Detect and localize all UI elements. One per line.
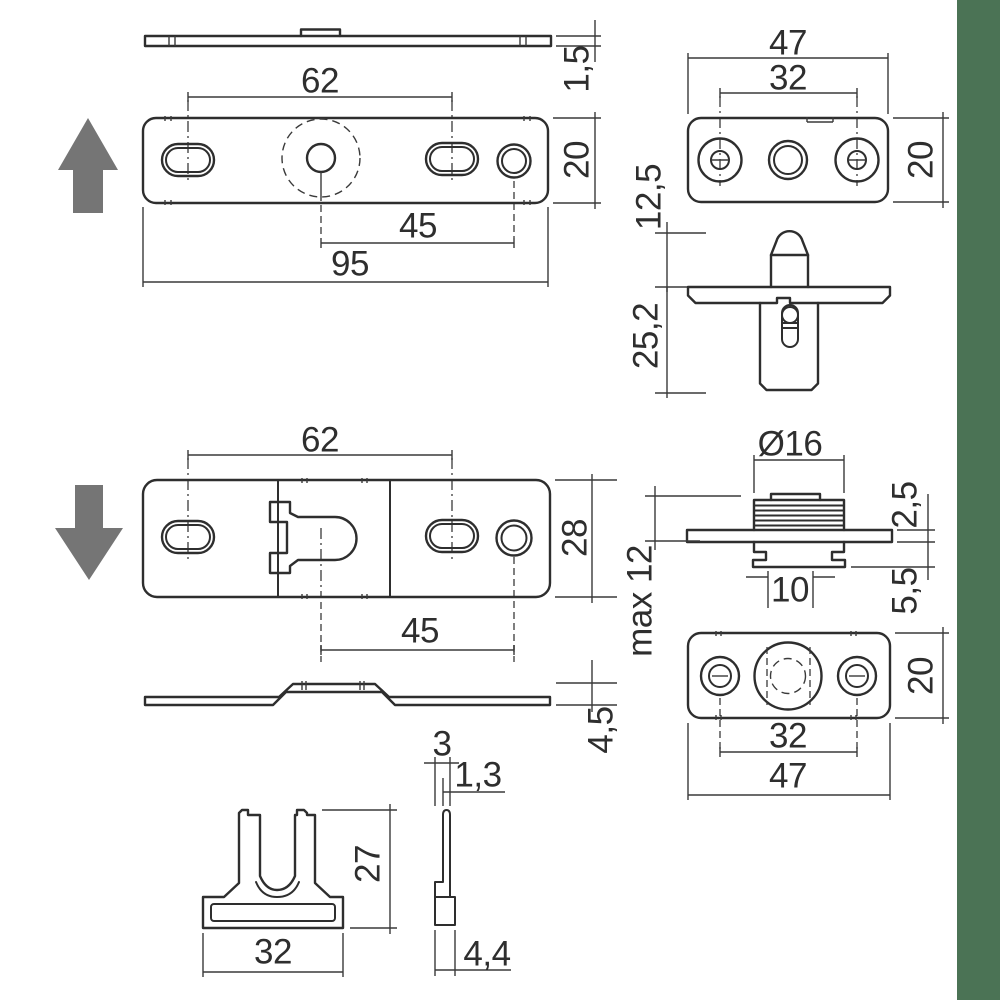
oblong-hole: [424, 518, 480, 554]
dim-clip-blade-thickness: 1,3: [454, 756, 501, 795]
bushing-side-view: Ø16 2,5 5,5 10 max 12: [621, 425, 935, 657]
dim-bushing-flange-thickness: 2,5: [886, 481, 925, 528]
dim-plate-b-length: 47: [769, 24, 807, 63]
dim-bushing-under-flange: 5,5: [886, 567, 925, 614]
oblong-hole: [160, 142, 216, 178]
countersunk-hole: [697, 137, 743, 183]
dim-plate-a-hole-spacing: 62: [301, 62, 339, 101]
round-hole: [496, 143, 532, 179]
center-hole: [305, 142, 337, 174]
dim-bushing-grip-length: max 12: [621, 545, 660, 657]
dim-plate-c-hole-spacing: 62: [301, 421, 339, 460]
pin-flange: [686, 285, 892, 305]
hat-profile: [143, 682, 552, 707]
dim-plate-a-thickness: 1,5: [558, 45, 597, 92]
dim-plate-b-height: 20: [902, 141, 941, 179]
dim-plate-a-height: 20: [558, 141, 597, 179]
plate-a-side-view: 1,5: [143, 20, 601, 93]
dim-bushing-stem-width: 10: [771, 571, 809, 610]
dim-clip-width: 32: [254, 933, 292, 972]
plate-c-side-view: 4,5: [143, 645, 621, 754]
round-hole: [836, 655, 878, 697]
clip-outline: [201, 808, 345, 930]
dim-plate-b-back-hole-spacing: 32: [769, 717, 807, 756]
dim-pin-tip-to-flange: 12,5: [630, 164, 669, 230]
bushing-under-body: [751, 540, 847, 569]
clip-side-view: 3 1,3 4,4: [424, 725, 511, 976]
pin-tip: [769, 229, 810, 257]
dim-plate-a-length: 95: [331, 245, 369, 284]
dim-plate-a-center-to-hole: 45: [399, 207, 437, 246]
dim-clip-height: 27: [349, 845, 388, 883]
bushing-flange: [685, 528, 894, 544]
clip-front-view: 27 32: [201, 804, 397, 977]
clip-blade: [434, 809, 456, 926]
dim-plate-b-back-length: 47: [769, 757, 807, 796]
pin-slot: [781, 304, 799, 348]
countersunk-hole: [834, 137, 880, 183]
dim-clip-foot-width: 4,4: [463, 935, 510, 974]
dim-bushing-diameter: Ø16: [758, 425, 823, 464]
latch-slot-cutout: [268, 500, 358, 575]
plate-c-front-view: 62 45 28: [55, 421, 617, 655]
arrow-up-icon: [58, 118, 118, 213]
dim-pin-flange-to-end: 25,2: [627, 303, 666, 369]
round-hole: [495, 519, 533, 557]
center-hole: [767, 139, 809, 181]
dim-plate-c-height: 28: [556, 519, 595, 557]
bushing-top-step: [769, 492, 822, 502]
dim-plate-b-hole-spacing: 32: [769, 59, 807, 98]
dim-plate-b-back-height: 20: [902, 657, 941, 695]
plate-b-back-view: 32 47 20: [686, 627, 949, 800]
boss-position-dashed-circle: [281, 118, 361, 198]
plate-b-front-view: 47 32 20: [686, 24, 949, 208]
plate-a-front-view: 62 45 95 20: [58, 62, 601, 287]
round-hole: [699, 655, 741, 697]
arrow-down-icon: [55, 485, 123, 580]
dim-plate-c-slot-to-hole: 45: [401, 612, 439, 651]
accent-strip: [957, 0, 1000, 1000]
center-boss: [753, 641, 823, 711]
oblong-hole: [424, 141, 480, 177]
dim-clip-tip-width: 3: [433, 725, 452, 764]
pin-body: [758, 301, 820, 392]
pin-side-view: 12,5 25,2: [627, 164, 892, 398]
oblong-hole: [160, 519, 216, 555]
dim-plate-c-profile-height: 4,5: [582, 706, 621, 753]
